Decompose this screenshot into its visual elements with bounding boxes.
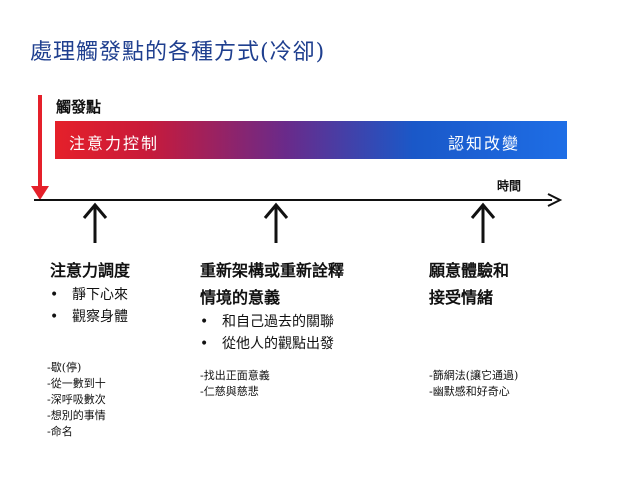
column-attention-deployment: 注意力調度 • 靜下心來 • 觀察身體 [50,257,130,328]
bullet-text: 觀察身體 [72,309,128,325]
bullet-dot: • [200,336,209,352]
note-line: -仁慈與慈悲 [200,385,259,398]
note-line: -深呼吸數次 [47,393,106,406]
list-item: • 靜下心來 [50,284,130,306]
bullet-text: 從他人的觀點出發 [222,336,334,352]
trigger-label: 觸發點 [56,98,102,116]
page-title: 處理觸發點的各種方式(冷卻) [30,40,326,65]
up-arrow-3 [470,202,496,243]
note-line: -篩網法(讓它通過) [429,369,519,382]
cognitive-change-label: 認知改變 [448,134,521,153]
column-reappraisal: 重新架構或重新詮釋 情境的意義 • 和自己過去的關聯 • 從他人的觀點出發 [200,257,344,355]
strategy-gradient-bar [55,121,567,159]
list-item: • 和自己過去的關聯 [200,311,344,333]
bullet-dot: • [50,287,59,303]
up-arrow-2 [263,202,289,243]
bullet-dot: • [200,314,209,330]
up-arrow-1 [82,202,108,243]
column-heading: 願意體驗和 [429,261,510,280]
trigger-arrow-head [31,186,49,200]
column-heading: 注意力調度 [50,261,131,280]
note-line: -從一數到十 [47,377,106,390]
attention-control-label: 注意力控制 [69,134,160,153]
note-line: -幽默感和好奇心 [429,385,510,398]
column-acceptance: 願意體驗和 接受情緒 [429,257,509,311]
timeline-arrow-head [547,193,563,207]
list-item: • 觀察身體 [50,306,130,328]
column-heading: 情境的意義 [200,288,281,307]
column-1-notes: -歇(停) -從一數到十 -深呼吸數次 -想別的事情 -命名 [47,360,106,440]
bullet-dot: • [50,309,59,325]
column-heading: 重新架構或重新詮釋 [200,261,345,280]
bullet-text: 靜下心來 [72,287,128,303]
bullet-text: 和自己過去的關聯 [222,314,334,330]
note-line: -命名 [47,425,73,438]
column-heading: 接受情緒 [429,288,494,307]
note-line: -歇(停) [47,361,82,374]
time-label: 時間 [497,179,522,193]
column-2-notes: -找出正面意義 -仁慈與慈悲 [200,368,270,400]
note-line: -找出正面意義 [200,369,270,382]
note-line: -想別的事情 [47,409,106,422]
list-item: • 從他人的觀點出發 [200,333,344,355]
column-3-notes: -篩網法(讓它通過) -幽默感和好奇心 [429,368,518,400]
